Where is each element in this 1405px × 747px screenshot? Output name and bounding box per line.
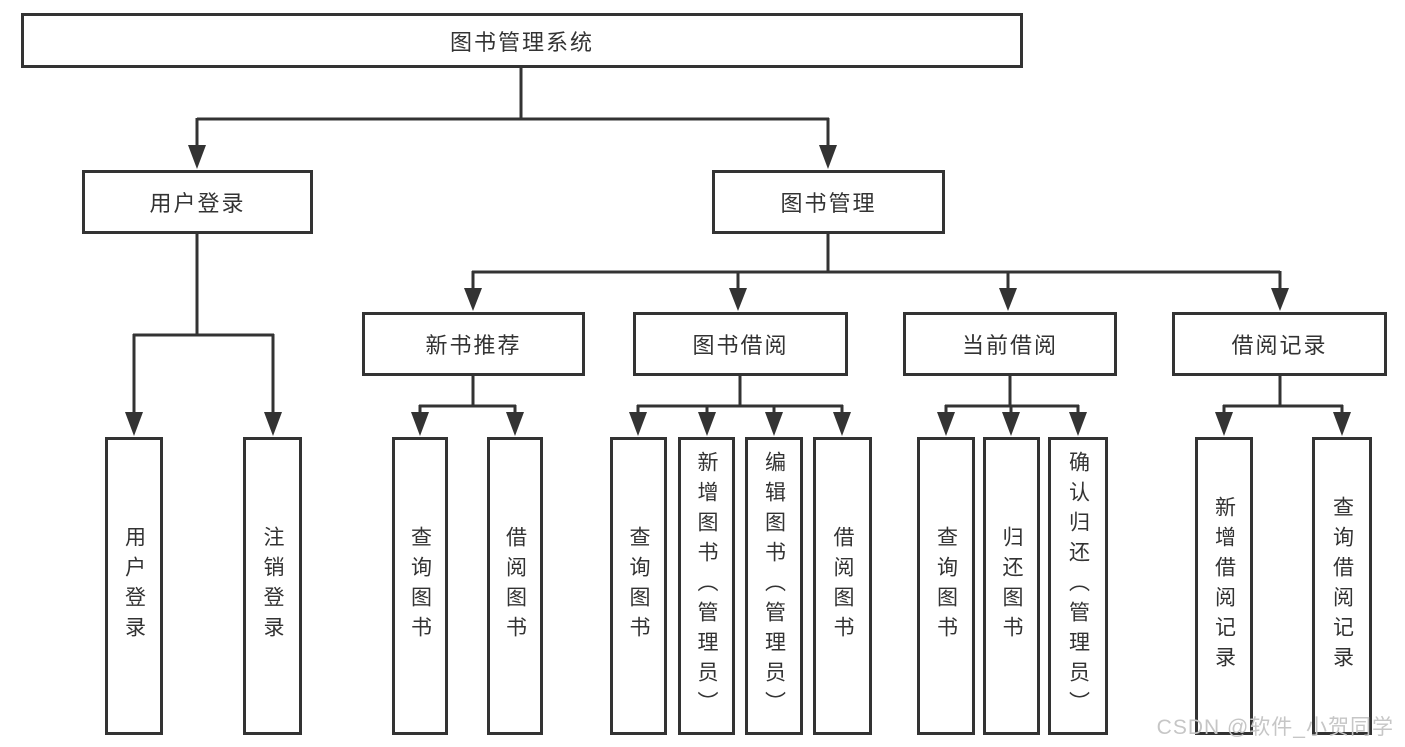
leaf-label: 确认归还（管理员） (1066, 451, 1090, 721)
node-label: 图书管理系统 (449, 29, 594, 55)
leaf-label: 借阅图书 (831, 526, 854, 646)
leaf-label: 查询借阅记录 (1330, 496, 1354, 676)
leaf-borrow-books: 借阅图书 (813, 437, 872, 735)
leaf-label: 借阅图书 (503, 526, 527, 646)
leaf-borrow-books-recommend: 借阅图书 (487, 437, 543, 735)
leaf-label: 用户登录 (122, 526, 146, 646)
leaf-label: 注销登录 (261, 526, 284, 646)
leaf-label: 查询图书 (408, 526, 432, 646)
node-book-borrow: 图书借阅 (633, 312, 848, 376)
leaf-label: 编辑图书（管理员） (762, 451, 786, 721)
leaf-label: 查询图书 (934, 526, 958, 646)
node-user-login: 用户登录 (82, 170, 313, 234)
leaf-query-books-borrow: 查询图书 (610, 437, 667, 735)
leaf-add-books-admin: 新增图书（管理员） (678, 437, 735, 735)
leaf-logout: 注销登录 (243, 437, 302, 735)
leaf-label: 查询图书 (627, 526, 650, 646)
node-label: 新书推荐 (425, 333, 522, 358)
leaf-query-borrow-record: 查询借阅记录 (1312, 437, 1372, 735)
leaf-confirm-return-admin: 确认归还（管理员） (1048, 437, 1108, 735)
leaf-return-books: 归还图书 (983, 437, 1040, 735)
leaf-label: 归还图书 (1000, 526, 1023, 646)
leaf-query-books-current: 查询图书 (917, 437, 975, 735)
node-label: 用户登录 (149, 191, 246, 216)
node-book-management: 图书管理 (712, 170, 945, 234)
leaf-edit-books-admin: 编辑图书（管理员） (745, 437, 803, 735)
node-label: 借阅记录 (1231, 333, 1328, 358)
leaf-user-login: 用户登录 (105, 437, 163, 735)
node-label: 当前借阅 (961, 333, 1058, 358)
node-label: 图书管理 (780, 191, 877, 216)
leaf-query-books-recommend: 查询图书 (392, 437, 448, 735)
node-label: 图书借阅 (692, 333, 789, 358)
leaf-add-borrow-record: 新增借阅记录 (1195, 437, 1253, 735)
leaf-label: 新增借阅记录 (1212, 496, 1236, 676)
leaf-label: 新增图书（管理员） (695, 451, 718, 721)
node-current-borrow: 当前借阅 (903, 312, 1117, 376)
csdn-watermark: CSDN @软件_小贺同学 (1156, 716, 1394, 739)
node-new-book-recommend: 新书推荐 (362, 312, 585, 376)
node-library-management-system: 图书管理系统 (21, 13, 1023, 68)
node-borrow-records: 借阅记录 (1172, 312, 1387, 376)
